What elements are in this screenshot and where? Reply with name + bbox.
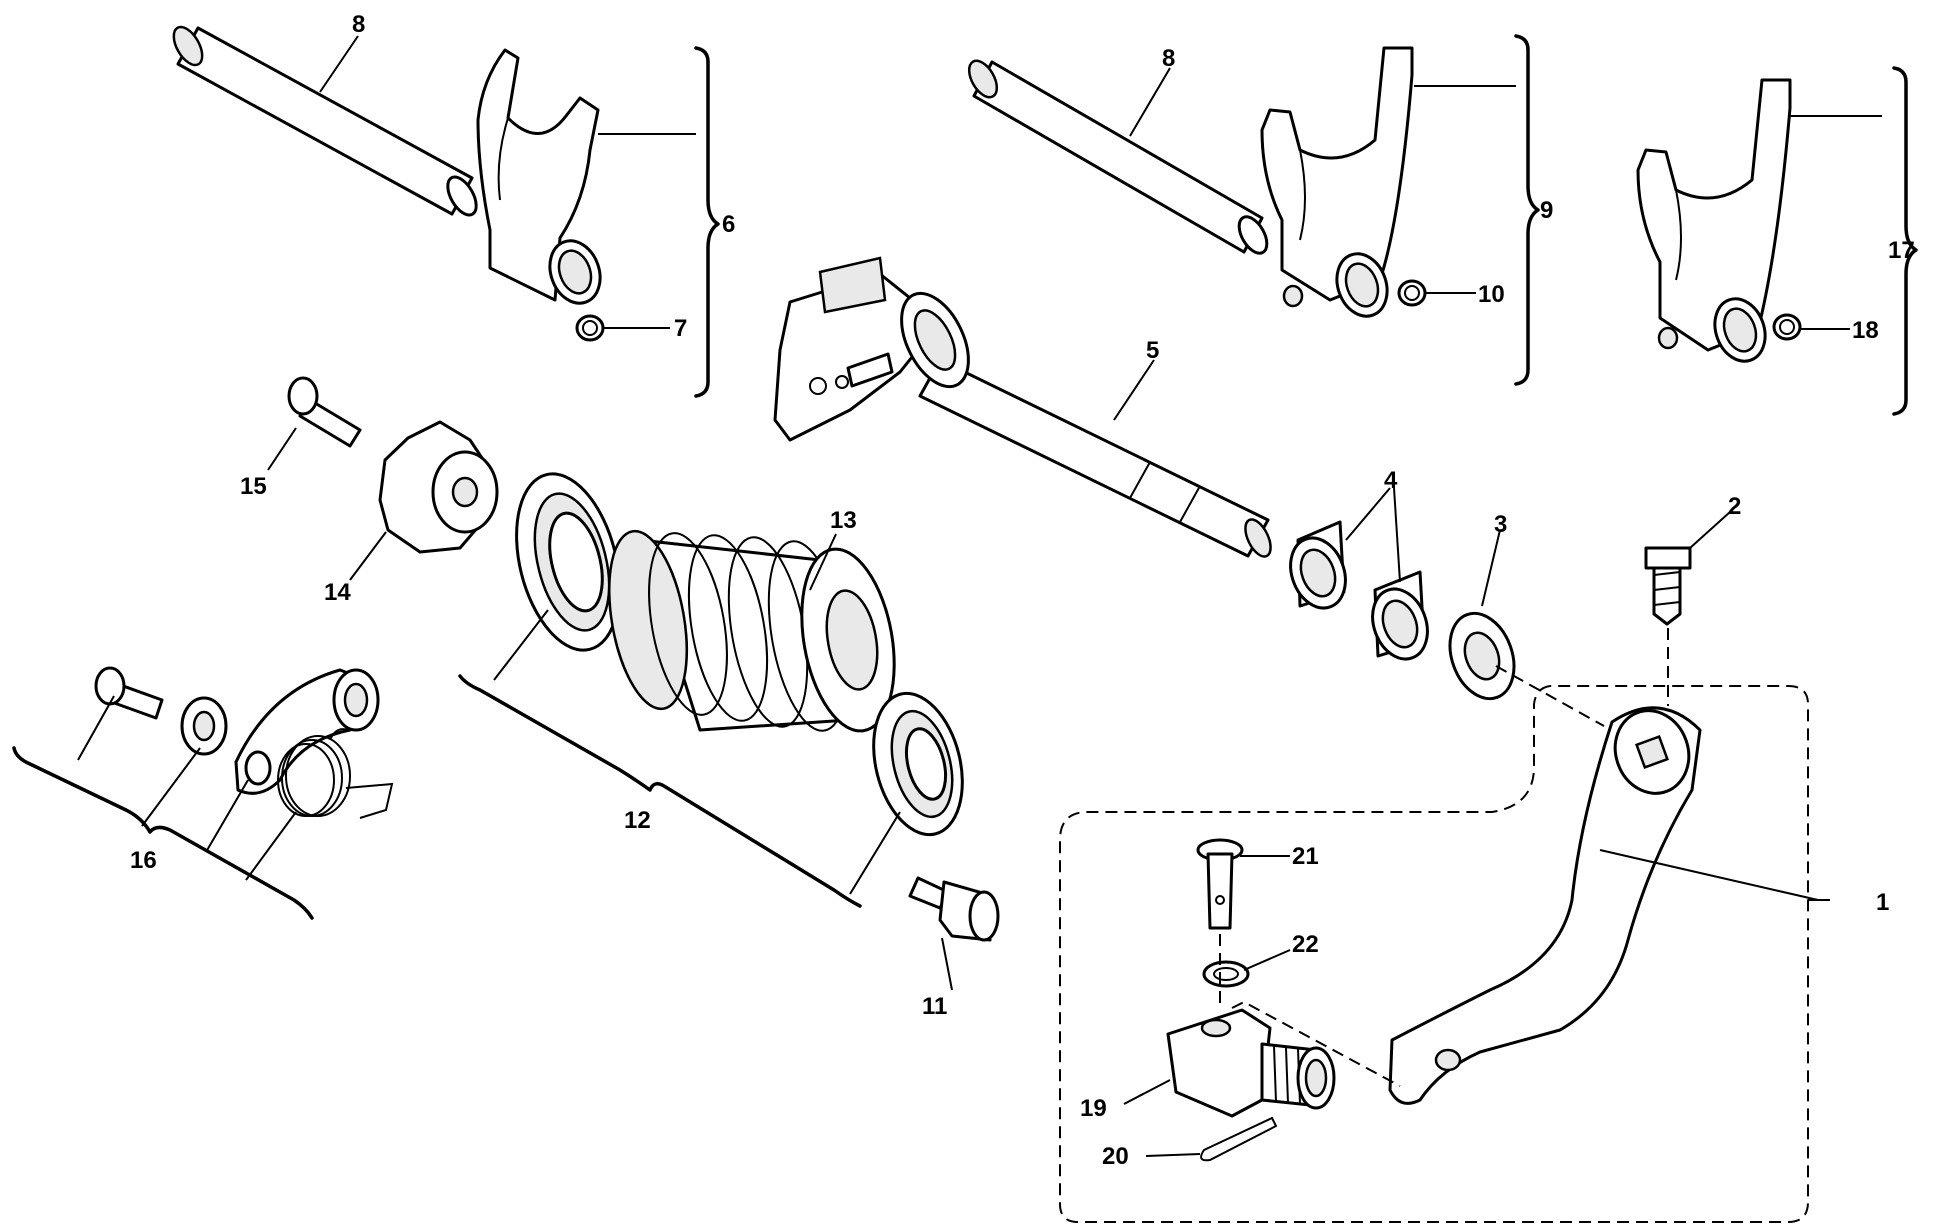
callout-4: 4	[1384, 467, 1398, 494]
callout-19: 19	[1080, 1095, 1107, 1122]
cotter-pin-20	[1200, 1116, 1278, 1162]
callout-13: 13	[830, 507, 857, 534]
ring-7	[575, 314, 605, 342]
detent-pin-11	[908, 876, 1000, 942]
callout-5: 5	[1146, 337, 1159, 364]
callout-22: 22	[1292, 931, 1319, 958]
shift-rod-left	[172, 25, 478, 217]
circlip-22	[1202, 960, 1250, 988]
callout-16: 16	[130, 847, 157, 874]
alignment-lines	[1219, 628, 1669, 1087]
star-wheel-14	[378, 420, 499, 554]
bearing-12-left	[515, 472, 621, 652]
bushing-4a	[1289, 520, 1347, 610]
pivot-block-19	[1166, 1008, 1336, 1118]
pin-21	[1196, 838, 1244, 930]
shift-fork-6	[476, 48, 602, 305]
group-16-washer	[180, 696, 228, 756]
shift-rod-middle	[967, 59, 1269, 255]
callout-18: 18	[1852, 317, 1879, 344]
callout-11: 11	[922, 993, 947, 1020]
ring-18	[1772, 313, 1802, 341]
callout-8a: 8	[352, 11, 365, 38]
brace-16	[12, 746, 314, 920]
group-16-spring	[277, 728, 394, 819]
leader-lines	[77, 35, 1882, 1157]
brace-12	[458, 674, 862, 908]
callout-2: 2	[1728, 493, 1741, 520]
callout-7: 7	[674, 315, 687, 342]
brace-9	[1514, 34, 1540, 386]
callout-20: 20	[1102, 1143, 1129, 1170]
callout-10: 10	[1478, 281, 1505, 308]
shift-fork-17	[1636, 78, 1792, 363]
assembly-1-outline	[1059, 685, 1809, 1223]
shift-fork-9	[1260, 46, 1414, 318]
bolt-15	[287, 376, 362, 448]
callout-labels: 1 2 3 4 5 6 7 8 8 9 10 11 12 13 14 15 16…	[130, 11, 1915, 1170]
gear-lever-1	[1388, 706, 1702, 1105]
callout-14: 14	[324, 579, 351, 606]
bearing-12-right	[872, 691, 964, 837]
callout-21: 21	[1292, 843, 1319, 870]
ring-10	[1397, 279, 1427, 307]
callout-9: 9	[1540, 197, 1553, 224]
bolt-2	[1644, 546, 1692, 626]
shift-shaft-5	[773, 256, 1272, 558]
callout-1: 1	[1876, 889, 1889, 916]
washer-3	[1448, 611, 1516, 701]
callout-6: 6	[722, 211, 735, 238]
callout-8b: 8	[1162, 45, 1175, 72]
callout-3: 3	[1494, 511, 1507, 538]
callout-12: 12	[624, 807, 651, 834]
callout-17: 17	[1888, 237, 1915, 264]
shift-drum-13	[608, 529, 896, 733]
brace-17	[1892, 66, 1918, 416]
brace-6	[694, 46, 720, 398]
callout-15: 15	[240, 473, 267, 500]
group-16-arm	[234, 668, 380, 795]
bushing-4b	[1371, 570, 1429, 661]
